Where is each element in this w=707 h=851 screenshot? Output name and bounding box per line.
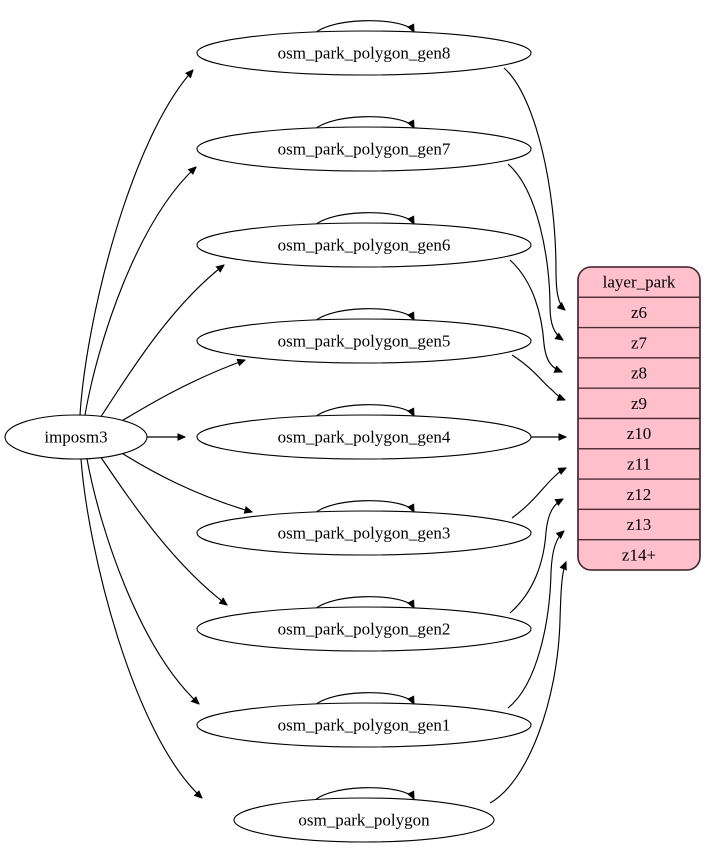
- edge-imposm3-to-gen3: [119, 451, 252, 512]
- layer-park-row-z10-cell[interactable]: [577, 417, 701, 450]
- layer-park-row-z13-label: z13: [627, 515, 652, 534]
- layer-park-row-z7-label: z7: [631, 333, 648, 352]
- node-gen5-label: osm_park_polygon_gen5: [278, 332, 451, 351]
- node-gen8[interactable]: osm_park_polygon_gen8: [196, 30, 532, 76]
- edge-gen6-to-row-z8: [509, 259, 562, 372]
- node-gen4[interactable]: osm_park_polygon_gen4: [196, 414, 532, 460]
- node-gen3-shape[interactable]: [196, 510, 532, 556]
- node-gen1-shape[interactable]: [196, 702, 532, 748]
- edge-base-self-loop: [310, 787, 414, 806]
- edge-gen7-to-row-z7: [507, 163, 563, 340]
- node-base-label: osm_park_polygon: [298, 811, 430, 830]
- edge-imposm3-to-gen7: [84, 167, 196, 416]
- layer-park-row-z11-label: z11: [627, 455, 651, 474]
- node-gen1[interactable]: osm_park_polygon_gen1: [196, 702, 532, 748]
- node-base-shape[interactable]: [233, 797, 495, 843]
- node-imposm3[interactable]: imposm3: [4, 414, 148, 460]
- node-gen7-shape[interactable]: [196, 126, 532, 172]
- node-gen5[interactable]: osm_park_polygon_gen5: [196, 318, 532, 364]
- node-gen2-shape[interactable]: [196, 606, 532, 652]
- edge-imposm3-to-gen1: [86, 458, 199, 704]
- layer-park-row-z9-label: z9: [631, 394, 647, 413]
- node-gen5-shape[interactable]: [196, 318, 532, 364]
- node-gen6[interactable]: osm_park_polygon_gen6: [196, 222, 532, 268]
- node-gen2-label: osm_park_polygon_gen2: [278, 620, 451, 639]
- layer-park-header-label: layer_park: [603, 273, 676, 292]
- node-gen6-label: osm_park_polygon_gen6: [278, 236, 451, 255]
- edges-to-layer-park: [489, 67, 566, 804]
- node-gen3[interactable]: osm_park_polygon_gen3: [196, 510, 532, 556]
- node-gen7-label: osm_park_polygon_gen7: [278, 140, 451, 159]
- edges-from-imposm3: [79, 70, 252, 798]
- layer-park-row-z10-label: z10: [627, 424, 652, 443]
- edge-gen8-to-row-z6: [503, 67, 565, 310]
- node-imposm3-shape[interactable]: [4, 414, 148, 460]
- node-gen1-label: osm_park_polygon_gen1: [278, 716, 451, 735]
- layer-park-row-z6-label: z6: [631, 303, 647, 322]
- edge-imposm3-to-gen5: [119, 360, 245, 423]
- node-gen4-shape[interactable]: [196, 414, 532, 460]
- layer-park-row-z14plus-label: z14+: [622, 545, 656, 564]
- node-gen3-label: osm_park_polygon_gen3: [278, 524, 451, 543]
- node-gen4-label: osm_park_polygon_gen4: [278, 428, 451, 447]
- edge-gen1-to-row-z13: [507, 531, 564, 709]
- edge-gen5-to-row-z9: [511, 354, 565, 400]
- edge-imposm3-to-gen8: [79, 70, 193, 416]
- node-gen8-shape[interactable]: [196, 30, 532, 76]
- node-gen2[interactable]: osm_park_polygon_gen2: [196, 606, 532, 652]
- edge-imposm3-to-gen6: [99, 265, 224, 419]
- node-gen8-label: osm_park_polygon_gen8: [278, 44, 451, 63]
- node-base[interactable]: osm_park_polygon: [233, 797, 495, 843]
- node-gen7[interactable]: osm_park_polygon_gen7: [196, 126, 532, 172]
- edge-base-to-row-z14plus: [489, 562, 566, 804]
- edge-gen2-to-row-z12: [509, 499, 563, 614]
- layer-park-table-border: [577, 266, 701, 571]
- edge-gen3-to-row-z11: [511, 468, 566, 519]
- edge-imposm3-to-gen2: [99, 455, 227, 605]
- node-imposm3-label: imposm3: [44, 428, 107, 447]
- layer-park-table[interactable]: layer_park z6 z7 z8 z9 z10 z11 z12 z13 z…: [577, 266, 701, 571]
- layer-park-row-z12-label: z12: [627, 485, 652, 504]
- node-gen6-shape[interactable]: [196, 222, 532, 268]
- layer-park-row-z8-label: z8: [631, 364, 647, 383]
- layer-park-row-z11-cell[interactable]: [577, 448, 701, 480]
- edge-imposm3-to-base: [80, 458, 202, 798]
